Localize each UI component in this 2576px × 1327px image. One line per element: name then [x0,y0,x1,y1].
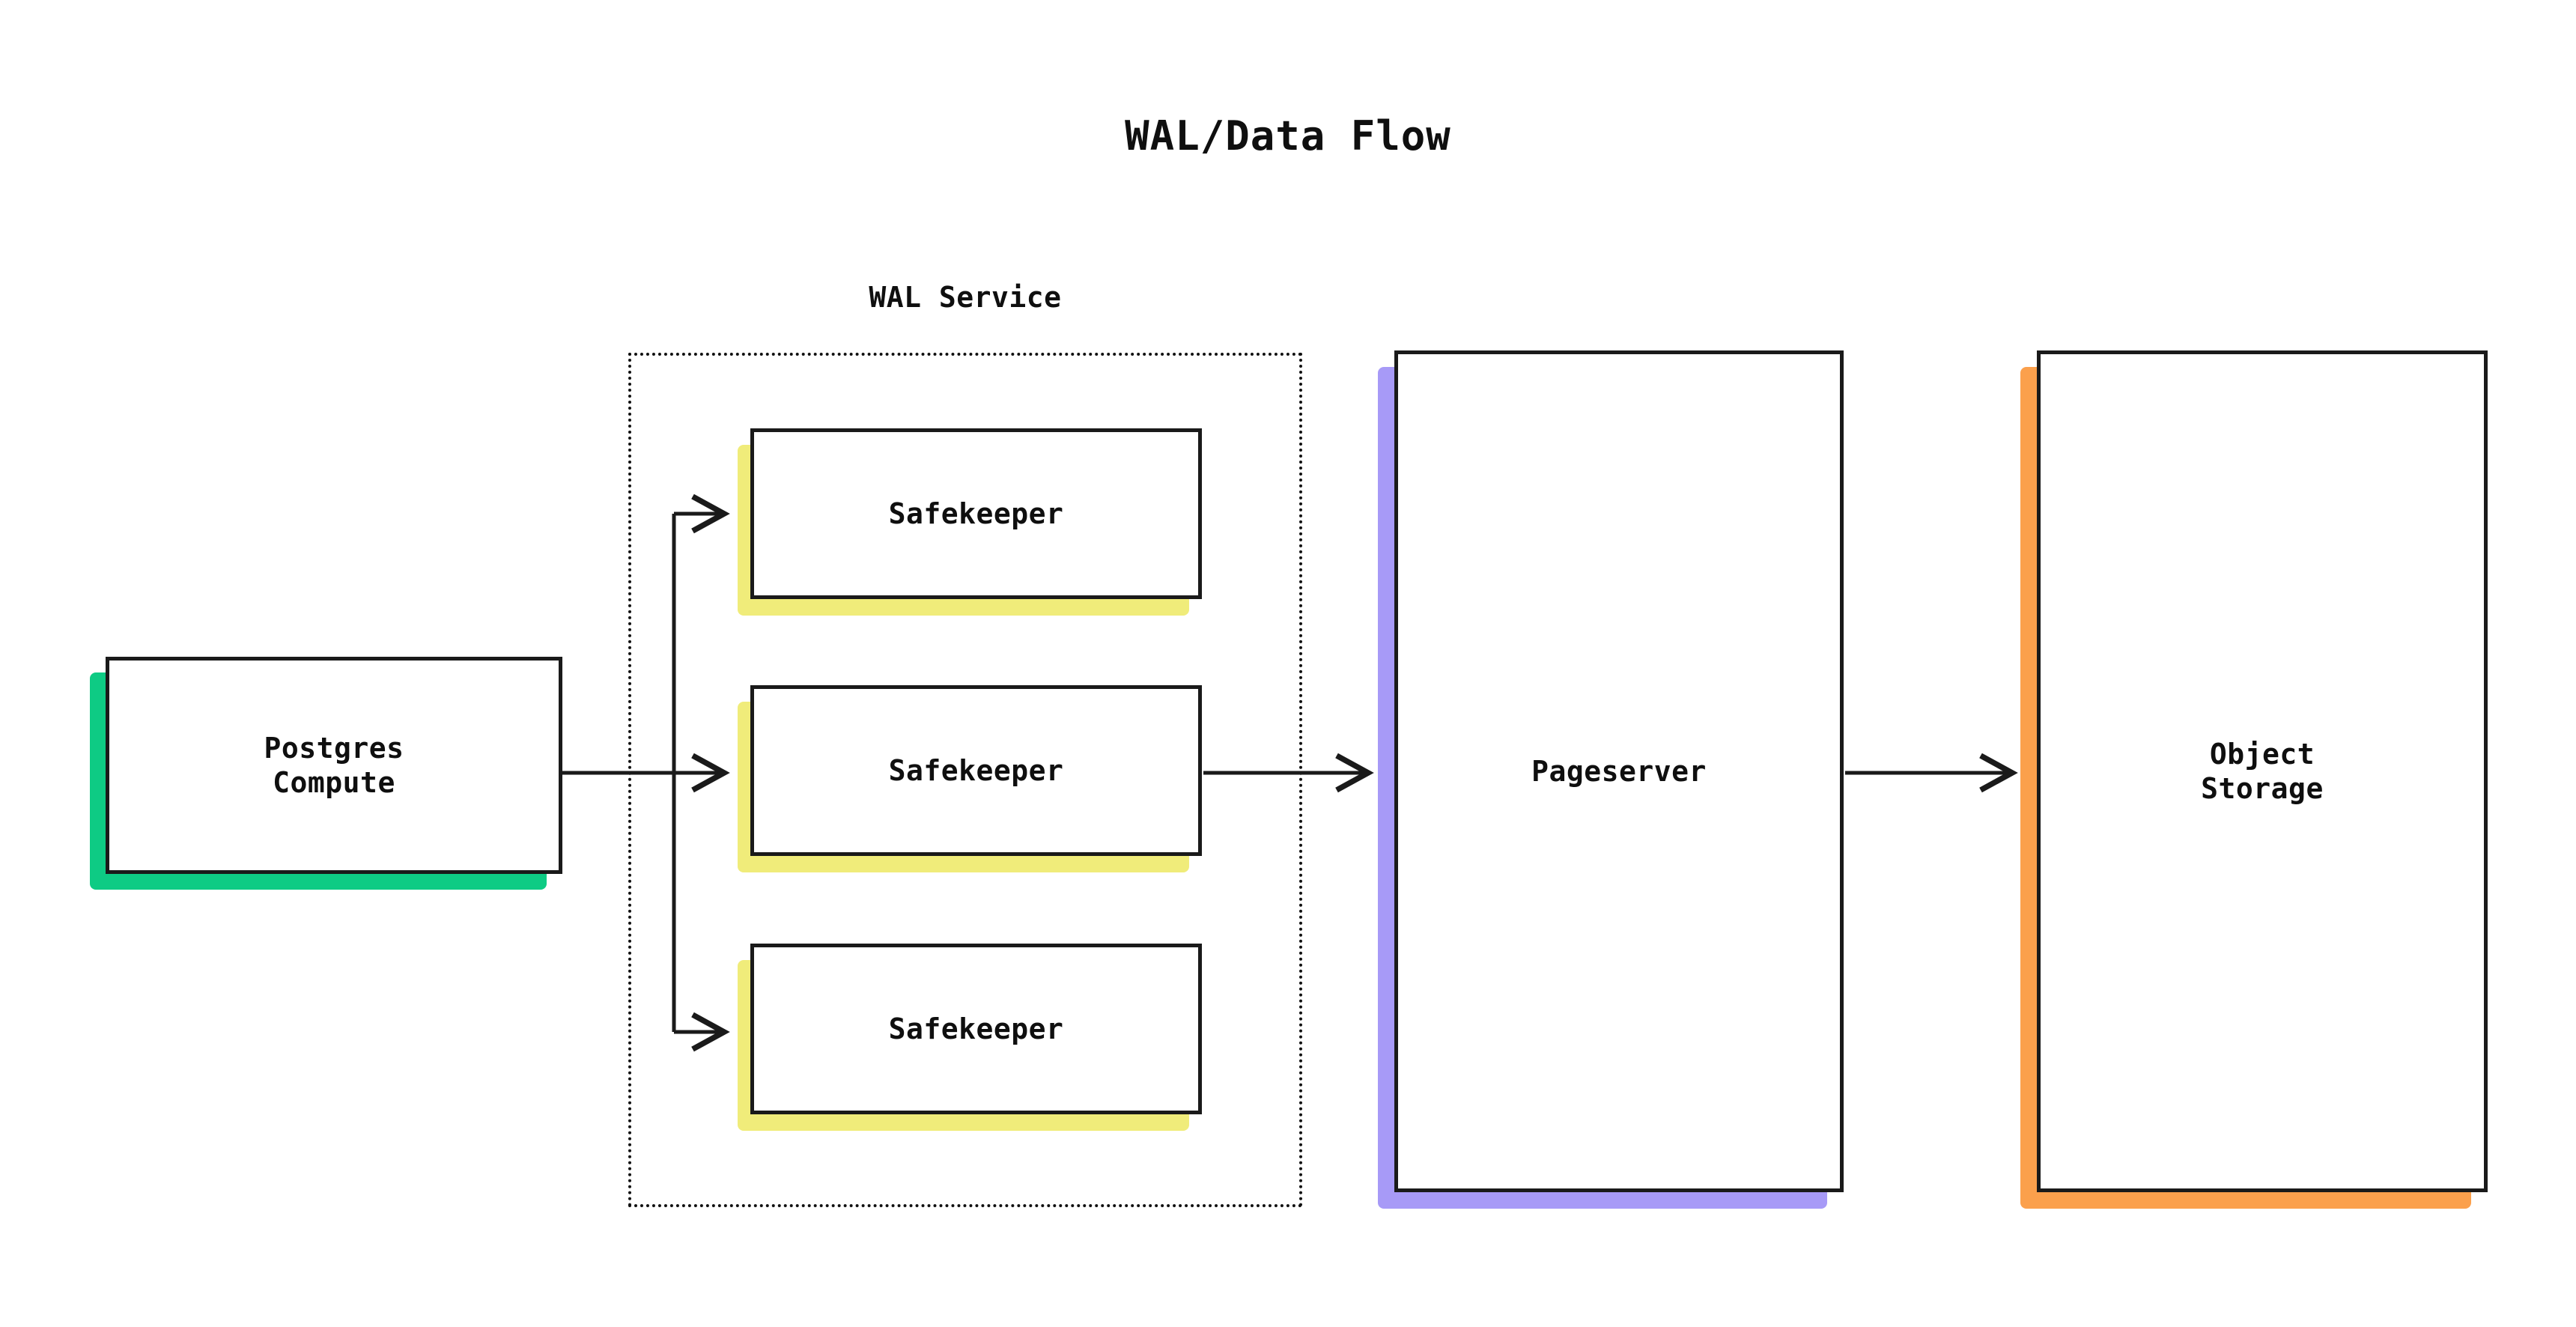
node-label-pageserver: Pageserver [1531,754,1707,788]
page-title: WAL/Data Flow [1125,112,1451,160]
group-label-wal-service: WAL Service [869,281,1062,314]
node-object-storage[interactable]: Object Storage [2037,350,2488,1192]
node-label-safekeeper-2: Safekeeper [888,753,1064,787]
node-label-object-storage: Object Storage [2201,737,2324,805]
node-safekeeper-3[interactable]: Safekeeper [750,944,1202,1114]
node-postgres-compute[interactable]: Postgres Compute [106,657,562,874]
node-label-postgres-compute: Postgres Compute [264,731,404,799]
node-label-safekeeper-3: Safekeeper [888,1012,1064,1045]
node-safekeeper-1[interactable]: Safekeeper [750,428,1202,599]
node-safekeeper-2[interactable]: Safekeeper [750,685,1202,856]
group-box-wal-service [628,353,1302,1207]
node-pageserver[interactable]: Pageserver [1394,350,1844,1192]
node-label-safekeeper-1: Safekeeper [888,497,1064,530]
